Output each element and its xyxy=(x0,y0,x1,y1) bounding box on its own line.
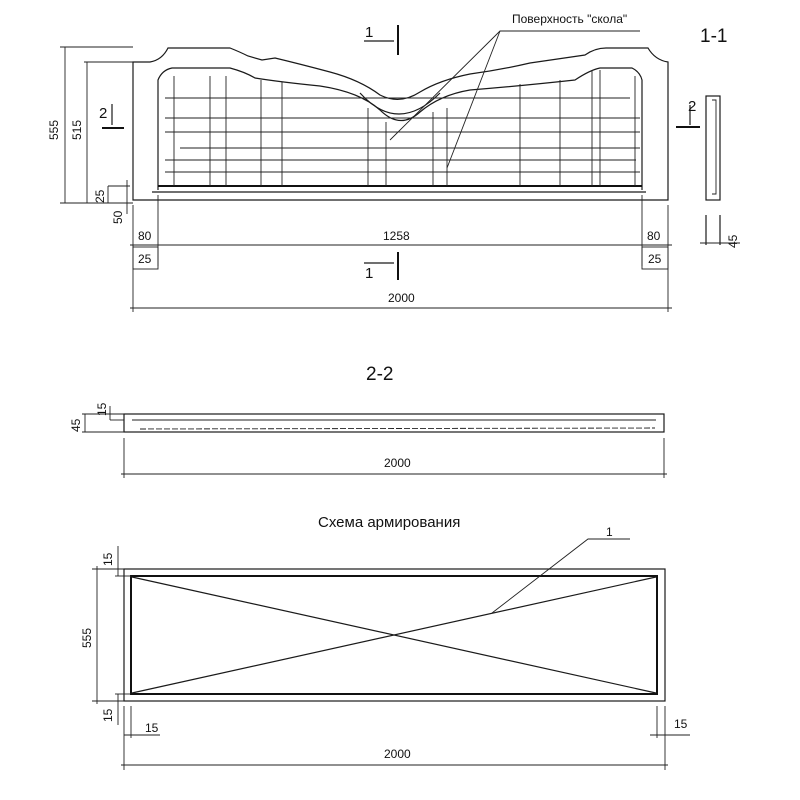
dim-1258: 1258 xyxy=(383,229,410,243)
dim-80-left: 80 xyxy=(138,229,152,243)
svg-text:1: 1 xyxy=(365,24,373,41)
cut-mark-1-bottom: 1 xyxy=(364,252,399,282)
panel-elevation: Поверхность "скола" 1-1 1 1 2 2 xyxy=(47,12,740,312)
svg-text:45: 45 xyxy=(726,234,740,248)
rebar-grid xyxy=(165,70,640,186)
chip-surface-label: Поверхность "скола" xyxy=(512,12,627,26)
dim-45: 45 xyxy=(69,418,83,432)
section-1-1-title: 1-1 xyxy=(700,26,727,47)
callout-leader-2 xyxy=(446,30,501,169)
reinforcement-title: Схема армирования xyxy=(318,514,460,531)
inner-frame xyxy=(157,67,643,190)
panel-outline-plan xyxy=(123,568,666,702)
dim-25-left: 25 xyxy=(138,252,152,266)
callout-leader-1 xyxy=(491,538,630,614)
cut-mark-2-right: 2 xyxy=(676,98,700,128)
reinforcement-scheme: Схема армирования 1 555 15 15 15 15 200 xyxy=(80,514,690,770)
dim-50-base: 50 xyxy=(111,210,125,224)
dim-25-rail: 25 xyxy=(93,189,107,203)
dim-15-top: 15 xyxy=(101,552,115,566)
svg-text:1: 1 xyxy=(365,265,373,282)
dim-2000-plan: 2000 xyxy=(384,747,411,761)
section-1-1-profile: 45 xyxy=(700,95,740,248)
chip-surface-arc xyxy=(359,92,441,115)
panel-outline xyxy=(132,47,669,201)
cut-mark-2-left: 2 xyxy=(99,104,124,129)
callout-1: 1 xyxy=(606,525,613,539)
dim-555-plan: 555 xyxy=(80,628,94,648)
aggregate-surface xyxy=(139,427,656,430)
section-2-2-outline xyxy=(123,413,665,433)
dim-80-right: 80 xyxy=(647,229,661,243)
section-2-2-title: 2-2 xyxy=(366,364,393,385)
svg-text:2: 2 xyxy=(99,105,107,122)
rebar-diagonal-2 xyxy=(131,576,657,694)
dim-2000-top: 2000 xyxy=(388,291,415,305)
dim-15-bottom: 15 xyxy=(101,708,115,722)
rebar-frame xyxy=(130,575,658,695)
dim-515: 515 xyxy=(70,120,84,140)
svg-text:2: 2 xyxy=(688,98,696,115)
dim-25-right: 25 xyxy=(648,252,662,266)
cut-mark-1-top: 1 xyxy=(364,24,399,55)
dim-2000-section: 2000 xyxy=(384,456,411,470)
section-2-2: 2-2 45 15 2000 xyxy=(69,364,667,478)
dim-15-left: 15 xyxy=(145,721,159,735)
dim-555: 555 xyxy=(47,120,61,140)
dim-15-right: 15 xyxy=(674,717,688,731)
dim-15: 15 xyxy=(95,402,109,416)
